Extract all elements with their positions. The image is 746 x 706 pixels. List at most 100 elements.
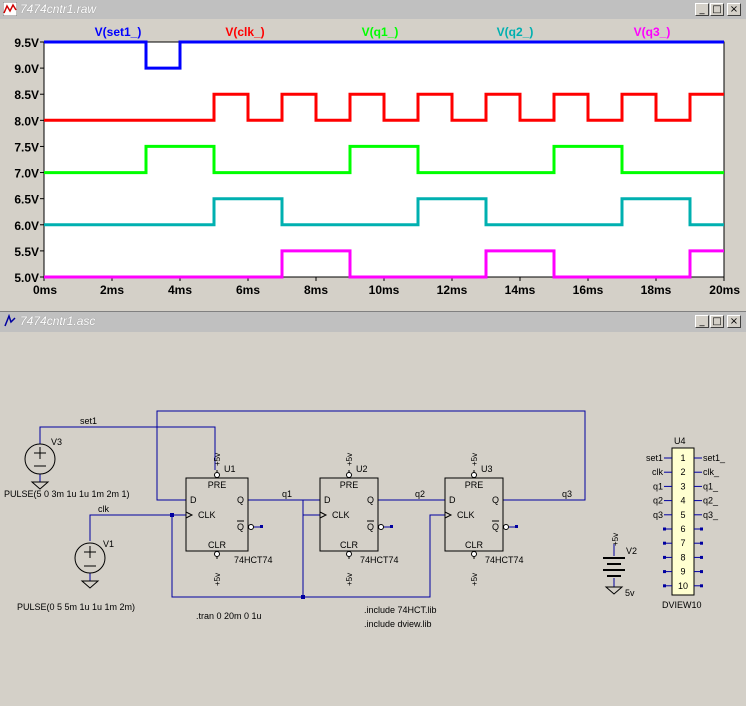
legend-entry[interactable]: V(clk_)	[225, 25, 264, 39]
x-tick-label: 8ms	[304, 283, 328, 297]
include-dview[interactable]: .include dview.lib	[364, 619, 432, 629]
pin-label-clk: CLK	[457, 510, 475, 520]
schematic-titlebar[interactable]: 7474cntr1.asc _ □ ×	[0, 312, 746, 332]
y-tick-label: 6.5V	[14, 193, 39, 207]
dview-left-label: set1	[646, 453, 663, 463]
waveform-plot[interactable]: V(set1_)V(clk_)V(q1_)V(q2_)V(q3_) 9.5V9.…	[0, 19, 746, 308]
y-tick-label: 8.5V	[14, 88, 39, 102]
dview-pin-number: 7	[680, 538, 685, 548]
schematic-icon	[4, 314, 16, 327]
pin-label-clr: CLR	[465, 540, 484, 550]
legend-entry[interactable]: V(q1_)	[362, 25, 399, 39]
net-label-q3: q3	[562, 489, 572, 499]
dview-pin-number: 4	[680, 496, 685, 506]
minimize-button[interactable]: _	[695, 315, 709, 328]
include-74hct[interactable]: .include 74HCT.lib	[364, 605, 437, 615]
flipflop-model: 74HCT74	[485, 555, 524, 565]
pin-label-q: Q	[367, 495, 374, 505]
maximize-button[interactable]: □	[710, 3, 724, 16]
y-tick-label: 5.5V	[14, 245, 39, 259]
pre-bubble	[471, 472, 477, 478]
trace-line[interactable]	[44, 197, 724, 227]
dview-left-label: clk	[652, 467, 663, 477]
v1-value: PULSE(0 5 5m 1u 1u 1m 2m)	[17, 602, 135, 612]
dview-pin-number: 10	[678, 581, 688, 591]
wires	[39, 410, 586, 598]
pin-label-d: D	[324, 495, 331, 505]
y-tick-label: 8.0V	[14, 114, 39, 128]
dview-right-label: clk_	[703, 467, 720, 477]
y-tick-label: 7.5V	[14, 140, 39, 154]
plot-area	[43, 41, 725, 278]
v1-name: V1	[103, 539, 114, 549]
tran-directive[interactable]: .tran 0 20m 0 1u	[196, 611, 262, 621]
pin-label-pre: PRE	[340, 480, 359, 490]
pin-label-pre: PRE	[208, 480, 227, 490]
dview-pin-number: 3	[680, 481, 685, 491]
dview-pin-number: 9	[680, 567, 685, 577]
x-tick-label: 0ms	[33, 283, 57, 297]
legend-entry[interactable]: V(set1_)	[95, 25, 142, 39]
flipflop-model: 74HCT74	[360, 555, 399, 565]
dview-model: DVIEW10	[662, 600, 702, 610]
maximize-button[interactable]: □	[710, 315, 724, 328]
dview-right-label: q2_	[703, 496, 719, 506]
x-tick-label: 6ms	[236, 283, 260, 297]
trace-line[interactable]	[44, 249, 724, 279]
legend-entry[interactable]: V(q2_)	[497, 25, 534, 39]
pre-bubble	[214, 472, 220, 478]
x-tick-label: 14ms	[505, 283, 536, 297]
v3-name: V3	[51, 437, 62, 447]
flipflop-ref: U3	[481, 464, 493, 474]
power-flag-bottom: +5v	[470, 573, 479, 586]
qbar-bubble	[503, 524, 509, 530]
pin-label-pre: PRE	[465, 480, 484, 490]
y-tick-label: 7.0V	[14, 167, 39, 181]
dview-body	[671, 447, 695, 596]
close-button[interactable]: ×	[727, 315, 741, 328]
trace-line[interactable]	[44, 92, 724, 122]
schematic-window-title: 7474cntr1.asc	[20, 314, 96, 328]
power-flag-bottom: +5v	[345, 573, 354, 586]
net-label-clk: clk	[98, 504, 109, 514]
y-tick-label: 6.0V	[14, 219, 39, 233]
x-tick-label: 4ms	[168, 283, 192, 297]
source-v3[interactable]	[24, 443, 56, 490]
pin-label-clk: CLK	[198, 510, 216, 520]
trace-line[interactable]	[44, 40, 724, 70]
pin-label-qbar: Q	[237, 522, 244, 532]
power-flag-top: +5v	[470, 453, 479, 466]
waveform-titlebar[interactable]: 7474cntr1.raw _ □ ×	[0, 0, 746, 19]
power-flag-bottom: +5v	[213, 573, 222, 586]
dview-u4[interactable]: U4DVIEW1012345678910set1clkq1q2q3set1_cl…	[646, 436, 726, 610]
pin-label-d: D	[190, 495, 197, 505]
x-tick-label: 18ms	[641, 283, 672, 297]
x-tick-label: 16ms	[573, 283, 604, 297]
dview-pin-number: 2	[680, 467, 685, 477]
trace-line[interactable]	[44, 144, 724, 175]
dview-pin-number: 8	[680, 552, 685, 562]
source-v2[interactable]	[603, 544, 625, 595]
flipflop-ref: U2	[356, 464, 368, 474]
pre-bubble	[346, 472, 352, 478]
x-tick-label: 20ms	[709, 283, 740, 297]
v2-value: 5v	[625, 588, 635, 598]
y-tick-label: 9.5V	[14, 36, 39, 50]
pin-label-d: D	[449, 495, 456, 505]
minimize-button[interactable]: _	[695, 3, 709, 16]
power-flag-top: +5v	[345, 453, 354, 466]
legend-entry[interactable]: V(q3_)	[634, 25, 671, 39]
dview-right-label: q3_	[703, 510, 719, 520]
pin-label-clr: CLR	[208, 540, 227, 550]
schematic-canvas[interactable]: V3 PULSE(5 0 3m 1u 1u 1m 2m 1) set1 V1 P…	[0, 332, 746, 706]
source-v1[interactable]	[74, 542, 106, 589]
schematic-window: 7474cntr1.asc _ □ ×	[0, 311, 746, 706]
v3-value: PULSE(5 0 3m 1u 1u 1m 2m 1)	[4, 489, 130, 499]
dview-left-label: q1	[653, 481, 663, 491]
clr-bubble	[214, 551, 220, 557]
close-button[interactable]: ×	[727, 3, 741, 16]
clr-bubble	[346, 551, 352, 557]
